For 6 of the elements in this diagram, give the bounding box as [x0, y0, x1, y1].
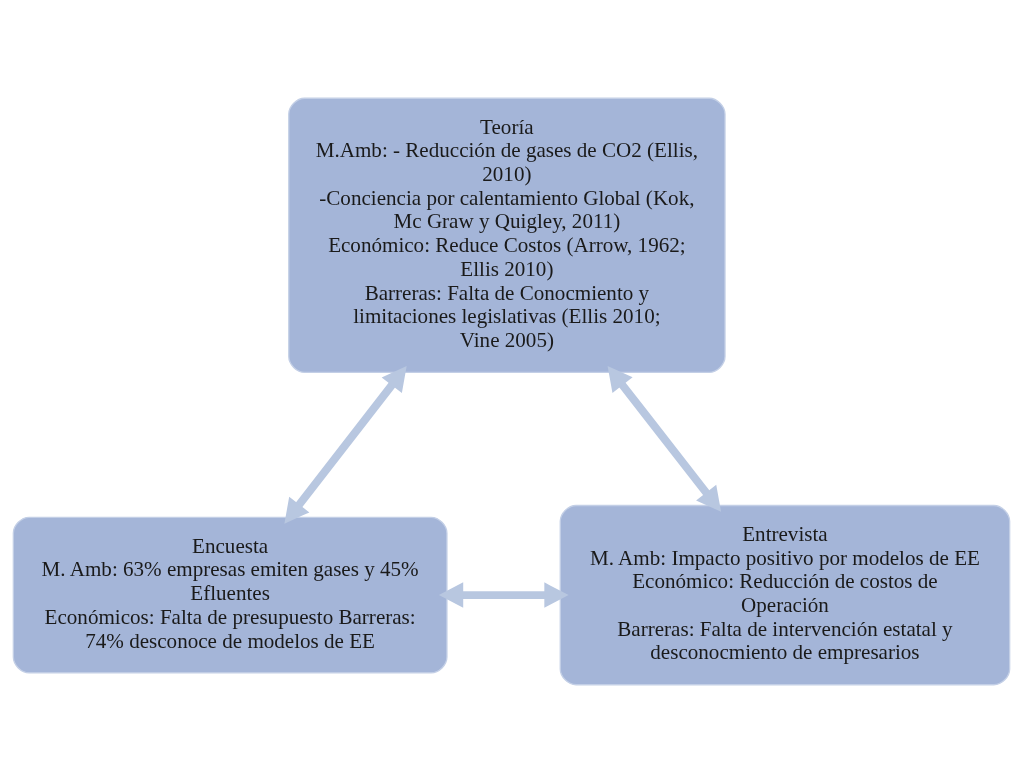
- arrow: [284, 365, 407, 524]
- arrow: [438, 581, 569, 608]
- node-box: Encuesta M. Amb: 63% empresas emiten gases y 45% Efluentes Económicos: Falta de presupuesto Barreras: 74% desconoce de modelos de EE: [12, 516, 448, 674]
- node-box: Teoría M.Amb: - Reducción de gases de CO2 (Ellis, 2010) -Conciencia por calentamiento Global (Kok, Mc Graw y Quigley, 2011) Económico: Reduce Costos (Arrow, 1962; Ellis 2010) Barreras: Falta de Conocmiento y limitaciones legislativas (Ellis 2010; Vine 2005): [288, 97, 726, 373]
- node-box: Entrevista M. Amb: Impacto positivo por modelos de EE Económico: Reducción de costos de Operación Barreras: Falta de intervención estatal y desconocmiento de empresarios: [559, 504, 1011, 685]
- arrow: [607, 365, 722, 512]
